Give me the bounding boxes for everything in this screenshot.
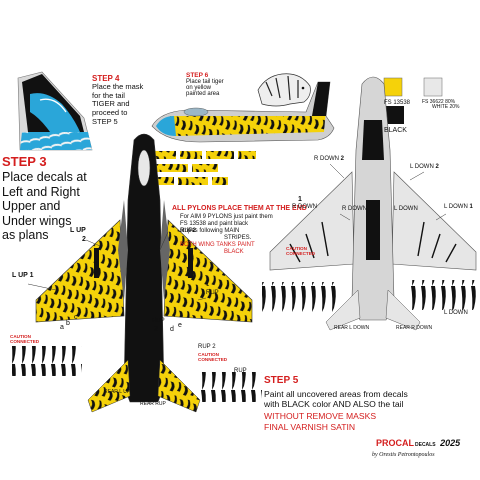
pylons-line: stripes following MAIN <box>180 228 240 234</box>
step3-instructions: Place decals at Left and Right Upper and… <box>2 170 87 243</box>
step4-line: for the tail <box>92 90 125 100</box>
label-rear-r-down: REAR R DOWN <box>396 325 433 331</box>
label-r-down-mid: R DOWN <box>342 206 367 212</box>
caution-line: CAUTION <box>198 352 219 357</box>
letter-d: d <box>170 326 174 333</box>
pylons-note: ALL PYLONS PLACE THEM AT THE END <box>172 205 307 212</box>
label-rup-1-num: 1 <box>206 282 210 288</box>
step4-line: Place the mask <box>92 82 144 91</box>
color-swatches <box>383 77 443 124</box>
procal-logo <box>376 438 424 450</box>
step5-warning-varnish: FINAL VARNISH SATIN <box>264 422 356 432</box>
label-l-up-2: L UP <box>70 227 86 234</box>
step5-title: STEP 5 <box>264 375 299 386</box>
letter-a: a <box>60 324 64 331</box>
tanks-note: BLACK <box>224 249 244 255</box>
label-l-up-2-num: 2 <box>82 236 86 243</box>
caution-left: CAUTION CONNECTED <box>10 334 39 344</box>
top-view-aircraft <box>35 133 253 413</box>
step3-line: Upper and <box>2 199 61 213</box>
step4-line: STEP 5 <box>92 116 118 126</box>
pylons-instructions: For AIM 9 PYLONS just paint them FS 1353… <box>180 214 273 255</box>
label-rear-l-up: REAR L UP <box>104 389 131 395</box>
tiger-artwork <box>257 73 311 107</box>
step4-line: TIGER and <box>92 99 130 109</box>
step3-line: Left and Right <box>2 184 80 199</box>
label-rup-2-bottom: RUP 2 <box>198 344 216 350</box>
swatch-black-label: BLACK <box>384 127 407 134</box>
pylons-line: STRIPES. <box>224 235 252 241</box>
caution-line: CAUTION <box>10 334 31 339</box>
decal-strip-set <box>152 151 256 185</box>
caution-line: CONNECTED <box>198 357 228 363</box>
label-rup-center: RUP <box>152 318 165 324</box>
brand-year: 2025 <box>440 438 461 448</box>
step6-line: painted area <box>186 91 220 97</box>
caution-right: CAUTION CONNECTED <box>198 352 227 362</box>
label-r-down-1-num: 1 <box>298 196 302 203</box>
pylons-line: For AIM 9 PYLONS just paint them <box>180 214 273 220</box>
caution-line: CONNECTED <box>10 339 40 345</box>
tail-fin-illustration <box>17 71 93 151</box>
side-profile-illustration <box>151 81 335 143</box>
swatch-white-line: FS 36622 80% <box>422 99 456 105</box>
label-l-down-2: L DOWN 2 <box>410 164 439 170</box>
label-rear-l-down: REAR L DOWN <box>334 325 370 331</box>
label-r-down-2: R DOWN 2 <box>314 156 345 162</box>
swatch-white-label: FS 36622 80% WHITE 20% <box>422 100 460 110</box>
brand-procal: PROCAL <box>376 438 414 448</box>
swatch-yellow-label: FS 13538 <box>384 100 411 106</box>
label-rup-center-num: 2 <box>154 326 158 333</box>
label-l-down-1: L DOWN 1 <box>444 204 473 210</box>
label-rup-2: RUP2 <box>180 228 197 234</box>
leader-lines <box>27 163 447 301</box>
letter-c: c <box>74 314 78 321</box>
label-l-down-mid: L DOWN <box>394 206 418 212</box>
loose-wing-strips <box>12 346 262 402</box>
step4-line: proceed to <box>92 107 128 117</box>
step6-title: STEP 6 <box>186 72 209 79</box>
step3-line: Under wings <box>2 213 72 228</box>
label-l-down-far: L DOWN <box>444 310 468 316</box>
step6-block: STEP 6 Place tail tiger on yellow painte… <box>186 72 224 97</box>
label-rup-far: RUP <box>234 368 247 374</box>
step6-line: on yellow <box>186 85 212 91</box>
letter-b: b <box>66 320 70 327</box>
label-rup-1: RUP <box>206 290 219 296</box>
step5-line: Paint all uncovered areas from decals <box>264 389 408 399</box>
step4-block: STEP 4 Place the mask for the tail TIGER… <box>92 74 143 126</box>
step6-line: Place tail tiger <box>186 79 224 85</box>
step3-line: Place decals at <box>2 170 87 184</box>
pylons-line: FS 13538 and paint black <box>180 221 249 227</box>
step4-title: STEP 4 <box>92 74 120 83</box>
step5-warning-masks: WITHOUT REMOVE MASKS <box>264 411 377 421</box>
step5-instructions: Paint all uncovered areas from decals wi… <box>264 389 408 410</box>
step5-line: with BLACK color AND ALSO the tail <box>264 399 404 410</box>
under-view-aircraft <box>269 76 477 331</box>
brand-name: PROCALDECALS 2025 <box>376 438 460 448</box>
label-rear-rup: REAR RUP <box>140 401 166 407</box>
brand-decals: DECALS <box>415 442 436 448</box>
brand-author: by Orestis Petrontopoulos <box>372 452 435 458</box>
tanks-note: BOTH WING TANKS PAINT <box>180 242 255 248</box>
swatch-white-line: WHITE 20% <box>432 104 460 110</box>
letter-e: e <box>178 322 182 329</box>
label-l-up-1: L UP 1 <box>12 272 34 279</box>
loose-belly-strips <box>262 280 476 312</box>
caution-line: CONNECTED <box>286 251 316 257</box>
step3-line: as plans <box>2 228 49 242</box>
caution-line: CAUTION <box>286 246 307 251</box>
label-r-down-1: R DOWN <box>292 204 317 210</box>
caution-under: CAUTION CONNECTED <box>286 246 315 256</box>
step3-title: STEP 3 <box>2 154 47 169</box>
pylons-title: ALL PYLONS PLACE THEM AT THE END <box>172 205 307 212</box>
